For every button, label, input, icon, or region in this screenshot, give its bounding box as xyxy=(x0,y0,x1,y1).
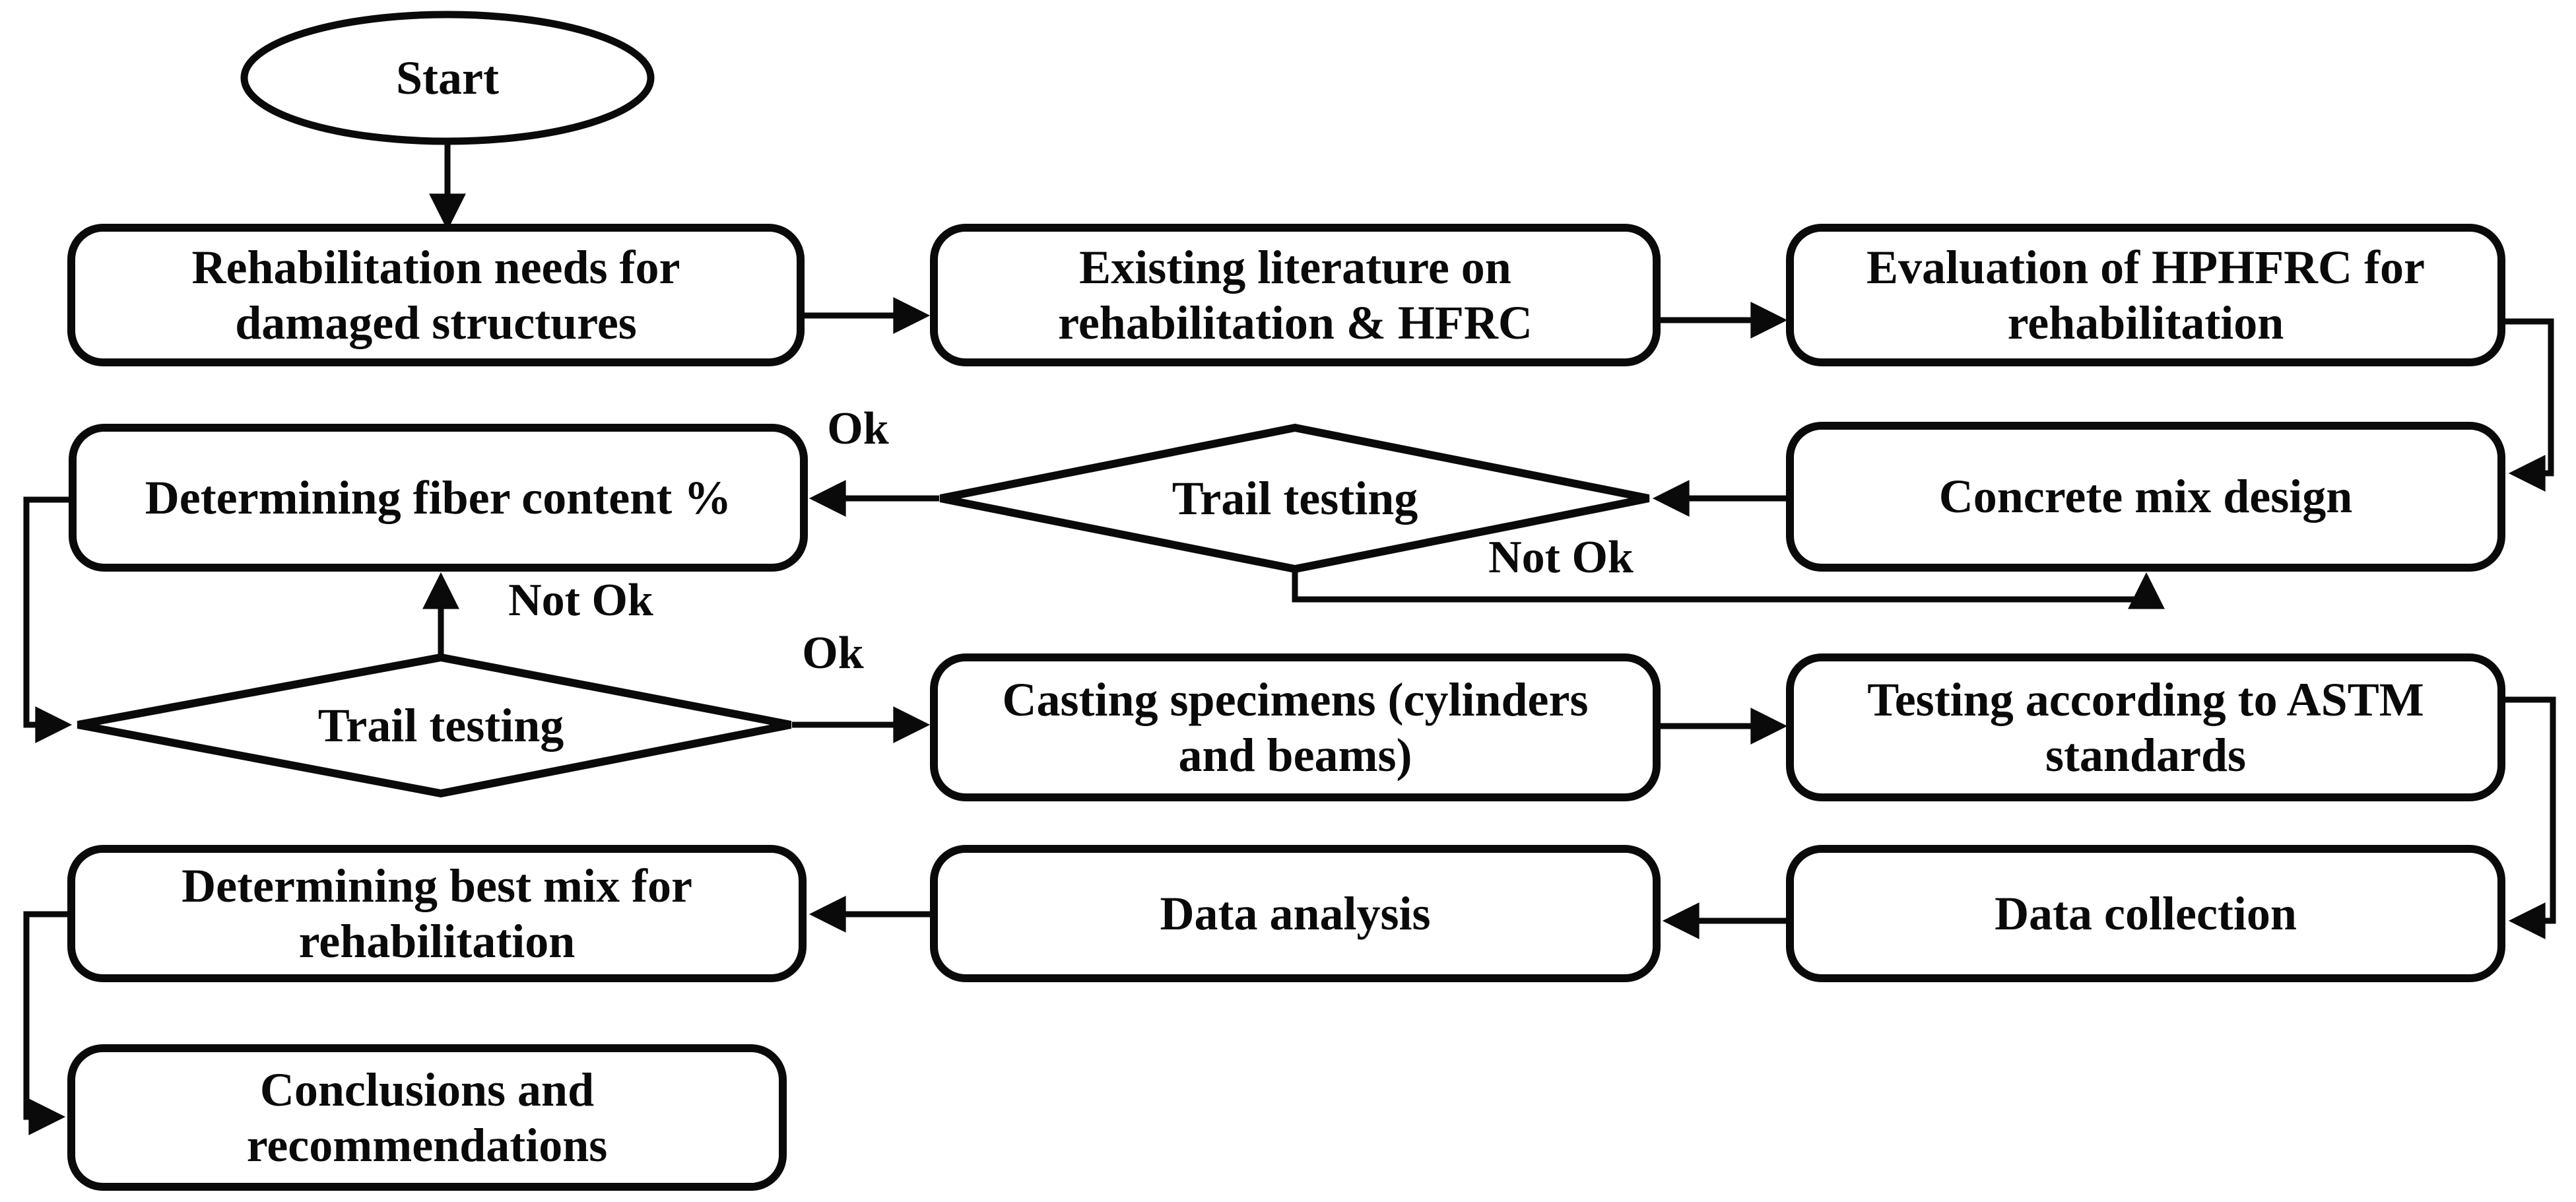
data-analysis-label: Data analysis xyxy=(1160,886,1431,940)
conclusions-label: Conclusions and recommendations xyxy=(246,1063,608,1172)
evaluation-label: Evaluation of HPHFRC for rehabilitation xyxy=(1866,240,2425,349)
edge-evaluation-to-concrete-mix xyxy=(2500,318,2554,492)
casting-label: Casting specimens (cylinders and beams) xyxy=(1002,673,1589,782)
trail-testing-2-diamond xyxy=(77,653,792,798)
best-mix-label: Determining best mix for rehabilitation xyxy=(182,859,692,968)
trail1-not-ok-label: Not Ok xyxy=(1488,532,1634,583)
trail1-ok-label: Ok xyxy=(827,403,889,454)
evaluation-box xyxy=(1786,224,2505,366)
trail2-ok-label: Ok xyxy=(802,628,864,679)
concrete-mix-label: Concrete mix design xyxy=(1938,470,2353,523)
edge-trail1-notok-to-concrete-mix xyxy=(1292,570,2165,609)
trail-testing-1-diamond xyxy=(939,423,1650,574)
start-terminator-shape xyxy=(240,11,655,145)
conclusions-box xyxy=(67,1044,787,1191)
data-collection-box xyxy=(1786,845,2505,982)
literature-box xyxy=(930,224,1661,366)
edge-fiber-to-trail2 xyxy=(23,496,74,743)
start-label: Start xyxy=(396,51,499,104)
astm-testing-label: Testing according to ASTM standards xyxy=(1867,673,2424,782)
data-analysis-box xyxy=(930,845,1661,982)
edge-astm-to-data-collection xyxy=(2500,696,2556,939)
astm-testing-box xyxy=(1786,653,2505,801)
literature-label: Existing literature on rehabilitation & … xyxy=(1058,240,1533,349)
trail-testing-2-label: Trail testing xyxy=(317,698,564,752)
trail-testing-1-label: Trail testing xyxy=(1172,471,1418,525)
data-collection-label: Data collection xyxy=(1995,886,2297,940)
trail2-not-ok-label: Not Ok xyxy=(508,575,653,626)
rehab-needs-label: Rehabilitation needs for damaged structu… xyxy=(191,240,680,349)
fiber-content-label: Determining fiber content % xyxy=(145,471,732,524)
edge-best-mix-to-conclusions xyxy=(23,911,73,1135)
